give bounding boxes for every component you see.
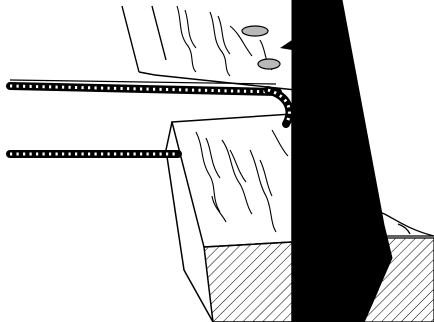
rivet-icon	[242, 26, 268, 36]
upper-log	[122, 6, 296, 90]
wood-grain	[177, 6, 272, 76]
black-blade-wedge	[292, 0, 392, 322]
pointer-arrow	[280, 40, 292, 50]
rivet-icon	[258, 59, 280, 69]
lower-log-block	[166, 114, 292, 322]
